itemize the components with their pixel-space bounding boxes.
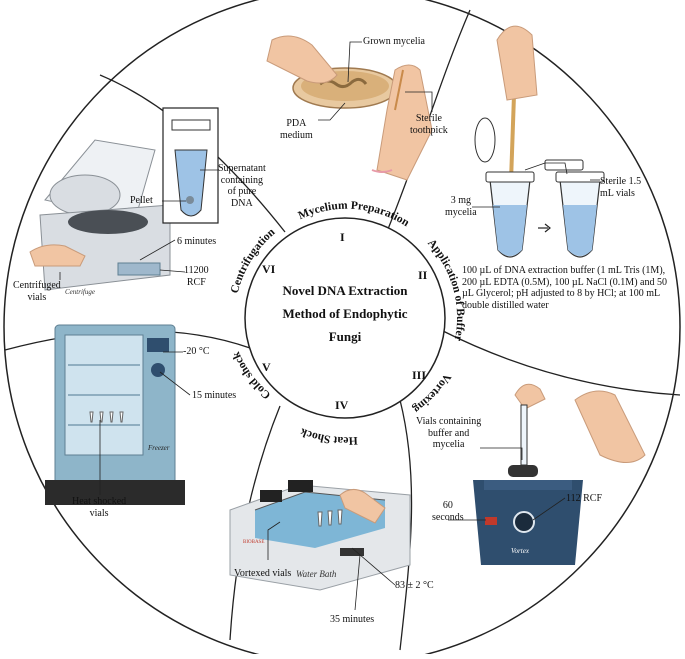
petri-dish-illustration bbox=[266, 35, 433, 181]
label-freezer-time: 15 minutes bbox=[192, 390, 237, 401]
step2-leaders bbox=[472, 162, 600, 208]
label-vortex-speed: 112 RCF bbox=[566, 493, 603, 504]
label-supernatant: Supernatant containing of pure DNA bbox=[218, 163, 266, 209]
label-grown-mycelia: Grown mycelia bbox=[363, 36, 425, 47]
inner-circle bbox=[244, 217, 446, 419]
label-bath-temp: 83 ± 2 °C bbox=[395, 580, 434, 591]
step-numeral-3: III bbox=[412, 368, 427, 382]
label-3mg-mycelia: 3 mg mycelia bbox=[445, 195, 477, 218]
vials-illustration bbox=[474, 25, 605, 258]
label-heat-shocked-vials: Heat shocked vials bbox=[72, 496, 127, 519]
step-numeral-4: IV bbox=[335, 398, 349, 412]
label-vials-buffer: Vials containing buffer and mycelia bbox=[416, 416, 482, 450]
label-centrifuge-time: 6 minutes bbox=[177, 236, 217, 247]
vortex-illustration: Vortex bbox=[473, 383, 646, 565]
center-title: Novel DNA Extraction Method of Endophyti… bbox=[255, 280, 435, 348]
label-vortex-time: 60 seconds bbox=[432, 500, 464, 523]
centrifuge-illustration: Centrifuge bbox=[29, 107, 219, 296]
step5-leaders bbox=[99, 351, 191, 495]
center-title-line-2: Method of Endophytic bbox=[282, 305, 408, 321]
label-pellet: Pellet bbox=[130, 195, 153, 206]
step-numeral-6: VI bbox=[262, 262, 276, 276]
center-title-line-3: Fungi bbox=[328, 328, 362, 344]
centrifuge-device-label: Centrifuge bbox=[65, 288, 95, 296]
label-buffer-recipe: 100 µL of DNA extraction buffer (1 mL Tr… bbox=[462, 265, 667, 311]
label-bath-time: 35 minutes bbox=[330, 614, 375, 625]
label-pda-medium: PDA medium bbox=[280, 118, 313, 141]
center-title-line-1: Novel DNA Extraction bbox=[282, 283, 408, 298]
step-numeral-2: II bbox=[418, 268, 428, 282]
sector-dividers bbox=[4, 9, 681, 651]
water-bath-device-label: Water Bath bbox=[296, 569, 337, 579]
label-sterile-vials: Sterile 1.5 mL vials bbox=[600, 176, 642, 199]
step1-leaders bbox=[318, 41, 433, 121]
label-centrifuged-vials: Centrifuged vials bbox=[13, 280, 61, 303]
freezer-device-label: Freezer bbox=[147, 444, 170, 452]
vortex-device-label: Vortex bbox=[511, 547, 530, 555]
freezer-illustration: Freezer bbox=[45, 324, 185, 505]
step6-leaders bbox=[59, 169, 218, 280]
brand-label: BIOBASE bbox=[243, 540, 264, 545]
label-centrifuge-speed: 11200 RCF bbox=[184, 265, 209, 288]
step-numeral-1: I bbox=[340, 230, 345, 244]
label-freezer-temp: -20 °C bbox=[183, 346, 210, 357]
step4-leaders bbox=[267, 521, 396, 611]
label-sterile-toothpick: Sterile toothpick bbox=[410, 113, 448, 136]
water-bath-illustration: Water Bath BIOBASE bbox=[229, 480, 411, 591]
label-vortexed-vials: Vortexed vials bbox=[234, 568, 292, 579]
step-numeral-5: V bbox=[262, 360, 271, 374]
step3-leaders bbox=[448, 447, 566, 521]
